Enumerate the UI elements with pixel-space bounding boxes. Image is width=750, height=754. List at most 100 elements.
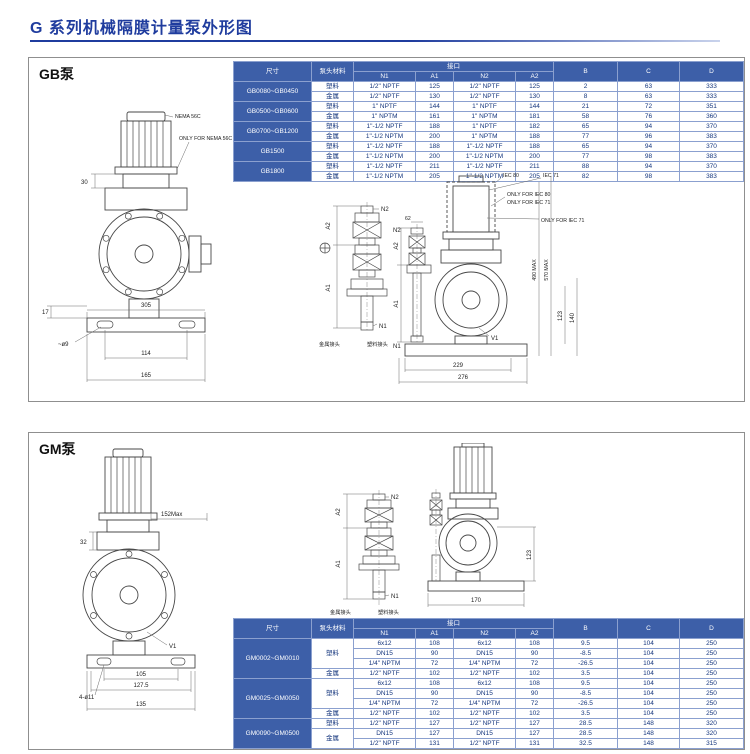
gb-valve-dimension-lines [333, 205, 379, 329]
valve-label-v1: V1 [169, 644, 177, 650]
material-cell: 塑料 [311, 161, 354, 172]
page-title: G 系列机械隔膜计量泵外形图 [30, 20, 253, 37]
value-cell: 188 [415, 121, 454, 132]
value-cell: 104 [617, 638, 680, 649]
value-cell: 6x12 [353, 638, 416, 649]
value-cell: 383 [679, 131, 744, 142]
nema-label: NEMA 56C [175, 114, 201, 120]
value-cell: 188 [415, 141, 454, 152]
size-cell: GB0500~GB0600 [233, 101, 312, 122]
iec71-label: IEC 71 [543, 173, 559, 179]
dim-label-a1: A1 [394, 300, 400, 308]
value-cell: -26.5 [553, 658, 618, 669]
value-cell: 1" NPTM [453, 131, 516, 142]
dim-label-32: 32 [80, 540, 87, 546]
dim-label-123: 123 [527, 549, 533, 560]
value-cell: -26.5 [553, 698, 618, 709]
value-cell: 104 [617, 678, 680, 689]
material-cell: 塑料 [311, 81, 354, 92]
value-cell: 1/4" NPTM [453, 658, 516, 669]
value-cell: 383 [679, 151, 744, 162]
dim-label-170: 170 [471, 598, 482, 604]
value-cell: 104 [617, 688, 680, 699]
value-cell: 1"-1/2 NPTM [353, 151, 416, 162]
value-cell: 250 [679, 668, 744, 679]
material-cell: 塑料 [311, 141, 354, 152]
material-cell: 塑料 [311, 638, 354, 669]
col-header-size: 尺寸 [233, 61, 312, 82]
col-header-n2: N2 [453, 628, 516, 639]
material-cell: 金属 [311, 131, 354, 142]
col-header-a1: A1 [415, 628, 454, 639]
col-header-a2: A2 [515, 628, 554, 639]
value-cell: 131 [515, 738, 554, 749]
value-cell: 104 [617, 668, 680, 679]
value-cell: 181 [515, 111, 554, 122]
value-cell: 200 [415, 151, 454, 162]
value-cell: 90 [515, 648, 554, 659]
value-cell: 21 [553, 101, 618, 112]
gb-side-view-drawing: IEC 80 IEC 71 ONLY FOR IEC 80 ONLY FOR I… [393, 173, 584, 384]
value-cell: 1/2" NPTF [353, 81, 416, 92]
value-cell: 182 [515, 121, 554, 132]
value-cell: 94 [617, 121, 680, 132]
value-cell: 96 [617, 131, 680, 142]
size-cell: GB1800 [233, 161, 312, 182]
dim-label-17: 17 [42, 310, 49, 316]
value-cell: 383 [679, 171, 744, 182]
value-cell: DN15 [353, 728, 416, 739]
value-cell: 1/2" NPTF [353, 718, 416, 729]
value-cell: 72 [515, 658, 554, 669]
only-iec71-label: ONLY FOR IEC 71 [507, 200, 550, 206]
gm-front-dimension-lines [86, 513, 208, 711]
col-header-n1: N1 [353, 71, 416, 82]
metal-fitting-label: 金属接头 [319, 340, 340, 348]
value-cell: 1/4" NPTM [353, 658, 416, 669]
gb-valve-stack [319, 205, 388, 331]
value-cell: 351 [679, 101, 744, 112]
value-cell: 102 [415, 668, 454, 679]
col-header-d: D [679, 618, 744, 639]
value-cell: 3.5 [553, 668, 618, 679]
value-cell: 1" NPTF [453, 101, 516, 112]
size-cell: GB0080~GB0450 [233, 81, 312, 102]
value-cell: 250 [679, 648, 744, 659]
value-cell: 1/2" NPTF [353, 738, 416, 749]
value-cell: DN15 [453, 688, 516, 699]
value-cell: 125 [515, 81, 554, 92]
dim-label-305: 305 [141, 303, 152, 309]
value-cell: 1" NPTM [453, 111, 516, 122]
value-cell: 144 [515, 101, 554, 112]
gm-front-pump-outline [82, 448, 196, 669]
col-header-n2: N2 [453, 71, 516, 82]
dim-label-62: 62 [405, 216, 411, 222]
gm-panel-title: GM泵 [39, 441, 76, 457]
gm-valve-dimension-lines [343, 493, 390, 600]
value-cell: 108 [515, 678, 554, 689]
value-cell: 2 [553, 81, 618, 92]
value-cell: 104 [617, 658, 680, 669]
value-cell: 72 [515, 698, 554, 709]
value-cell: -8.5 [553, 648, 618, 659]
iec80-label: IEC 80 [503, 173, 519, 179]
gb-valve-assembly-drawing: N2 A2 A1 N1 金属接头 塑料接头 [319, 202, 389, 348]
size-cell: GM0002~GM0010 [233, 638, 312, 679]
dim-label-490max: 490 MAX [532, 259, 538, 281]
value-cell: 102 [515, 708, 554, 719]
value-cell: 1/2" NPTF [453, 91, 516, 102]
port-label-n2: N2 [381, 207, 389, 213]
value-cell: 108 [515, 638, 554, 649]
value-cell: 77 [553, 151, 618, 162]
value-cell: 1/2" NPTF [353, 91, 416, 102]
value-cell: 200 [415, 131, 454, 142]
col-header-n1: N1 [353, 628, 416, 639]
dim-label-570max: 570 MAX [544, 259, 550, 281]
